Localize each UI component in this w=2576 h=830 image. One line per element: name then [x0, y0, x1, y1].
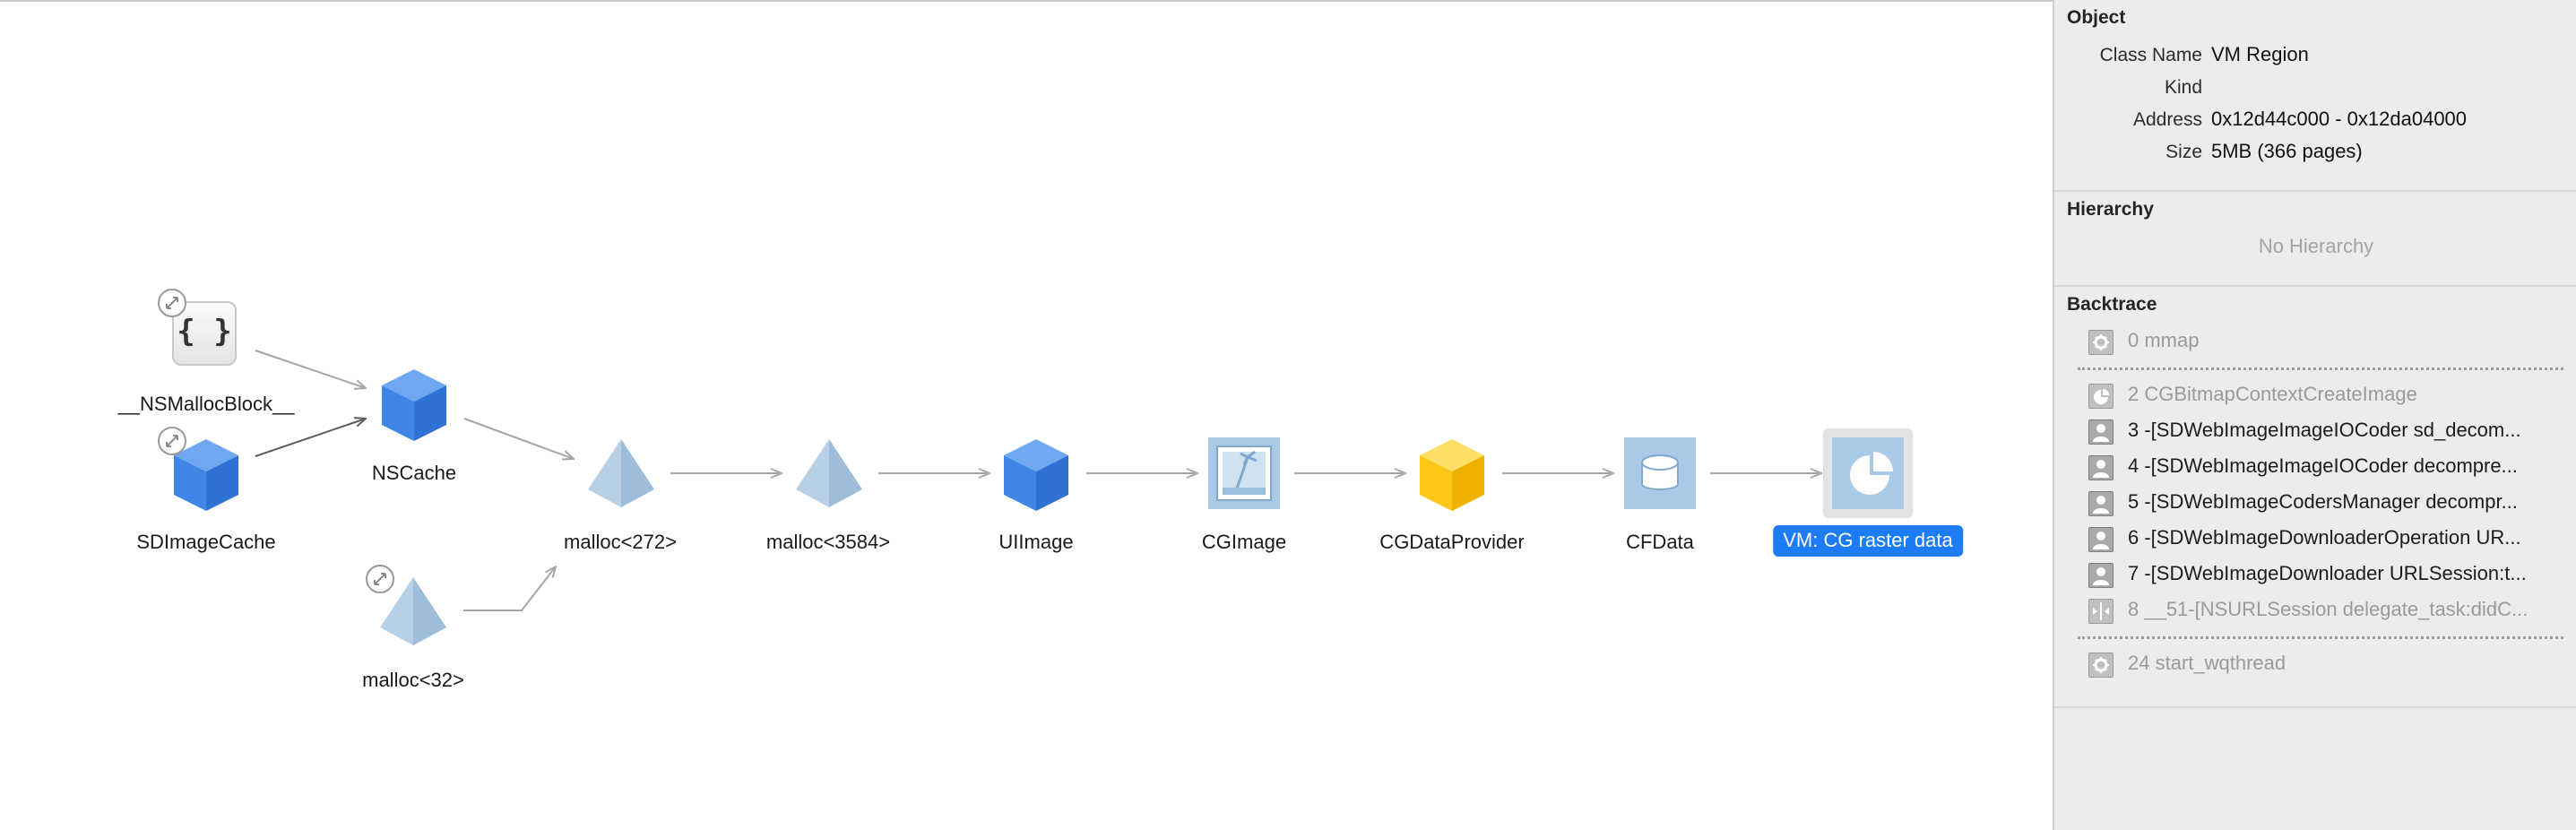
object-section-title: Object	[2067, 7, 2126, 28]
elided-frames-separator	[2078, 367, 2563, 370]
section-divider	[2054, 285, 2576, 287]
section-divider	[2054, 706, 2576, 708]
expand-badge-icon[interactable]	[158, 427, 186, 455]
cube-icon	[382, 369, 446, 441]
node-label: CGDataProvider	[1379, 531, 1525, 553]
memory-graph[interactable]: { } __NSMallocBlock__ SDImageCache NSCac…	[0, 2, 2053, 830]
pie-chart-icon	[1832, 437, 1904, 509]
backtrace-frame[interactable]: 6 -[SDWebImageDownloaderOperation UR...	[2088, 523, 2563, 556]
user-icon	[2088, 563, 2114, 588]
cube-icon	[1420, 439, 1484, 511]
node-nscache[interactable]	[380, 367, 448, 443]
node-label-selected: VM: CG raster data	[1773, 525, 1963, 557]
class-name-value: VM Region	[2211, 43, 2309, 65]
expand-badge-icon[interactable]	[158, 289, 186, 317]
pyramid-icon	[588, 439, 654, 507]
node-malloc272[interactable]	[586, 437, 656, 509]
network-icon	[2088, 599, 2114, 624]
backtrace-frame[interactable]: 4 -[SDWebImageImageIOCoder decompre...	[2088, 452, 2563, 484]
edge-nscache-malloc272	[463, 418, 574, 459]
hierarchy-section-title: Hierarchy	[2067, 199, 2154, 220]
expand-badge-icon[interactable]	[366, 565, 394, 593]
edge-mallocblock-nscache	[255, 350, 366, 388]
backtrace-frame[interactable]: 3 -[SDWebImageImageIOCoder sd_decom...	[2088, 416, 2563, 448]
image-icon	[1208, 437, 1280, 509]
edge-sdimagecache-nscache	[255, 419, 366, 457]
node-label: UIImage	[998, 531, 1074, 553]
user-icon	[2088, 455, 2114, 480]
frame-text: 0 mmap	[2128, 329, 2200, 351]
backtrace-frame[interactable]: 8 __51-[NSURLSession delegate_task:didC.…	[2088, 595, 2563, 627]
gear-icon	[2088, 653, 2114, 678]
frame-text: 3 -[SDWebImageImageIOCoder sd_decom...	[2128, 419, 2521, 441]
node-label: malloc<272>	[564, 531, 677, 553]
address-value: 0x12d44c000 - 0x12da04000	[2211, 108, 2468, 130]
cube-icon	[1004, 439, 1068, 511]
user-icon	[2088, 527, 2114, 552]
frame-text: 24 start_wqthread	[2128, 652, 2286, 674]
backtrace-frame[interactable]: 5 -[SDWebImageCodersManager decompr...	[2088, 488, 2563, 520]
node-label: CGImage	[1201, 531, 1287, 553]
graph-edges	[255, 350, 2053, 611]
node-label: NSCache	[371, 462, 457, 484]
frame-text: 5 -[SDWebImageCodersManager decompr...	[2128, 490, 2518, 513]
node-label: CFData	[1626, 531, 1694, 553]
pie-icon	[2088, 384, 2114, 409]
frame-text: 6 -[SDWebImageDownloaderOperation UR...	[2128, 526, 2521, 549]
frame-text: 7 -[SDWebImageDownloader URLSession:t...	[2128, 562, 2527, 584]
frame-text: 4 -[SDWebImageImageIOCoder decompre...	[2128, 454, 2518, 477]
class-name-key: Class Name	[2099, 45, 2202, 65]
backtrace-frame[interactable]: 2 CGBitmapContextCreateImage	[2088, 380, 2563, 412]
gear-icon	[2088, 330, 2114, 355]
node-malloc3584[interactable]	[794, 437, 864, 509]
backtrace-frame[interactable]: 7 -[SDWebImageDownloader URLSession:t...	[2088, 559, 2563, 592]
edge-malloc32-malloc272	[463, 566, 556, 611]
kind-key: Kind	[2164, 77, 2202, 98]
node-cgdataprovider[interactable]	[1418, 437, 1486, 513]
user-icon	[2088, 491, 2114, 516]
section-divider	[2054, 190, 2576, 192]
backtrace-frame[interactable]: 0 mmap	[2088, 326, 2563, 359]
no-hierarchy-text: No Hierarchy	[2258, 235, 2374, 257]
node-label: SDImageCache	[136, 531, 276, 553]
frame-text: 2 CGBitmapContextCreateImage	[2128, 383, 2417, 405]
size-value: 5MB (366 pages)	[2211, 140, 2363, 162]
address-key: Address	[2132, 109, 2202, 130]
size-key: Size	[2165, 142, 2202, 162]
elided-frames-separator	[2078, 636, 2563, 639]
cube-icon	[174, 439, 238, 511]
node-label: malloc<3584>	[765, 531, 891, 553]
backtrace-frame[interactable]: 24 start_wqthread	[2088, 649, 2563, 681]
node-label: __NSMallocBlock__	[117, 393, 295, 415]
node-cfdata[interactable]	[1624, 437, 1696, 509]
node-sdimagecache[interactable]	[172, 437, 240, 513]
pyramid-icon	[796, 439, 862, 507]
node-cgimage[interactable]	[1208, 437, 1280, 509]
block-glyph: { }	[177, 314, 232, 350]
inspector-panel: Object Class Name VM Region Kind Address…	[2053, 0, 2576, 830]
backtrace-section-title: Backtrace	[2067, 294, 2157, 315]
pyramid-icon	[380, 577, 446, 645]
database-icon	[1624, 437, 1696, 509]
node-vmregion[interactable]	[1832, 437, 1904, 509]
top-border	[0, 0, 2576, 2]
user-icon	[2088, 419, 2114, 445]
frame-text: 8 __51-[NSURLSession delegate_task:didC.…	[2128, 598, 2528, 620]
node-uiimage[interactable]	[1002, 437, 1070, 513]
node-label: malloc<32>	[362, 669, 464, 691]
node-malloc32[interactable]	[378, 575, 448, 647]
